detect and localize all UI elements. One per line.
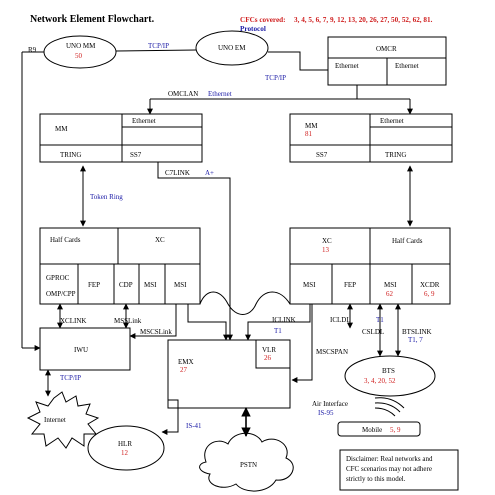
mscspan-line [291, 304, 313, 383]
hlr-number: 12 [121, 449, 129, 457]
pstn-node [199, 432, 294, 492]
right-xcdr-number: 6, 9 [424, 290, 435, 298]
left-mm-tring: TRING [60, 151, 81, 159]
vlr-node [255, 339, 291, 369]
omcr-ethernet-left: Ethernet [335, 62, 359, 70]
tcpip-iwu-label: TCP/IP [60, 374, 81, 382]
iclink-curve [199, 291, 291, 315]
omcr-label: OMCR [376, 45, 397, 53]
emx-label: EMX [178, 358, 194, 366]
is41-line [161, 399, 179, 435]
bts-label: BTS [382, 367, 395, 375]
tcpip-link-line [115, 49, 197, 52]
mobile-numbers: 5, 9 [390, 426, 401, 434]
disclaimer-line-3: strictly to this model. [346, 475, 406, 483]
vlr-label: VLR [262, 346, 276, 354]
right-mm-label: MM [305, 122, 318, 130]
protocol-legend: Protocol [240, 25, 266, 33]
msslink-label: MSSLink [114, 317, 142, 325]
diagram-title: Network Element Flowchart. [30, 14, 155, 25]
vlr-number: 26 [264, 354, 272, 362]
left-mm-node [39, 113, 203, 163]
right-fep: FEP [344, 281, 356, 289]
left-half-cards: Half Cards [50, 236, 81, 244]
iclink-label: ICLINK [272, 316, 296, 324]
tcpip-link-label: TCP/IP [148, 42, 169, 50]
left-mm-label: MM [55, 125, 68, 133]
uno-em-node [195, 30, 269, 66]
is95-label: IS-95 [318, 409, 334, 417]
right-mm-ethernet: Ethernet [380, 117, 404, 125]
right-mm-tring: TRING [385, 151, 406, 159]
mobile-label: Mobile [362, 426, 382, 434]
is41-label: IS-41 [186, 422, 202, 430]
token-ring-label: Token Ring [90, 193, 123, 201]
uno-mm-number: 50 [75, 52, 83, 60]
mobile-node [337, 421, 421, 437]
uno-mm-label: UNO MM [66, 42, 96, 50]
omclan-ethernet-label: Ethernet [208, 90, 232, 98]
xclink-label: XCLINK [60, 317, 86, 325]
cfc-list: 3, 4, 5, 6, 7, 9, 12, 13, 20, 26, 27, 50… [294, 16, 433, 24]
hlr-label: HLR [118, 440, 132, 448]
air-interface-label: Air Interface [312, 400, 348, 408]
internet-node [26, 391, 100, 449]
btslink-numbers: T1, 7 [408, 336, 423, 344]
right-mm-ss7: SS7 [316, 151, 328, 159]
hlr-node [87, 425, 165, 471]
icldl-label: ICLDL [330, 316, 351, 324]
btslink-label: BTSLINK [402, 328, 432, 336]
right-xcdr: XCDR [420, 281, 440, 289]
left-mm-ss7: SS7 [130, 151, 142, 159]
omclan-label: OMCLAN [168, 90, 198, 98]
c7link-line [157, 162, 233, 341]
left-fep: FEP [88, 281, 100, 289]
right-msi-number: 62 [386, 290, 394, 298]
right-xc-number: 13 [322, 246, 330, 254]
r9-label: R9 [28, 46, 37, 54]
cfc-label: CFCs covered: [240, 16, 286, 24]
right-xc: XC [322, 237, 332, 245]
c7link-label: C7LINK [165, 169, 190, 177]
mscspan-label: MSCSPAN [316, 348, 348, 356]
tcpip-omcr-label: TCP/IP [265, 74, 286, 82]
bts-node [344, 355, 436, 397]
right-msi-a: MSI [303, 281, 316, 289]
disclaimer-line-2: CFC scenarios may not adhere [346, 465, 432, 473]
left-shelf-node [39, 227, 201, 305]
disclaimer-line-1: Disclaimer: Real networks and [346, 455, 433, 463]
iclink-line [245, 304, 311, 341]
pstn-label: PSTN [240, 461, 257, 469]
omcr-ethernet-right: Ethernet [395, 62, 419, 70]
left-xc: XC [155, 236, 165, 244]
bts-numbers: 3, 4, 20, 52 [364, 377, 396, 385]
left-mm-ethernet: Ethernet [132, 117, 156, 125]
mscslink-label: MSCSLink [140, 328, 172, 336]
left-msi-a: MSI [144, 281, 157, 289]
right-half-cards: Half Cards [392, 237, 423, 245]
right-msi-b: MSI [384, 281, 397, 289]
right-mm-number: 81 [305, 130, 313, 138]
uno-em-label: UNO EM [218, 44, 246, 52]
mscslink-line [129, 304, 177, 339]
emx-number: 27 [180, 366, 188, 374]
left-gproc: GPROC [46, 274, 70, 282]
a-plus-label: A+ [205, 169, 214, 177]
disclaimer-box [339, 449, 459, 491]
iwu-node [39, 327, 131, 371]
left-msi-b: MSI [174, 281, 187, 289]
uno-em-omcr-link [268, 51, 328, 71]
left-cdp: CDP [119, 281, 133, 289]
t1-left-line [187, 304, 229, 341]
internet-label: Internet [44, 416, 66, 424]
right-mm-node [289, 113, 453, 163]
csldl-label: CSLDL [362, 328, 384, 336]
left-omp-cpp: OMP/CPP [46, 290, 76, 298]
t1-left-label: T1 [274, 327, 282, 335]
iwu-label: IWU [74, 346, 88, 354]
